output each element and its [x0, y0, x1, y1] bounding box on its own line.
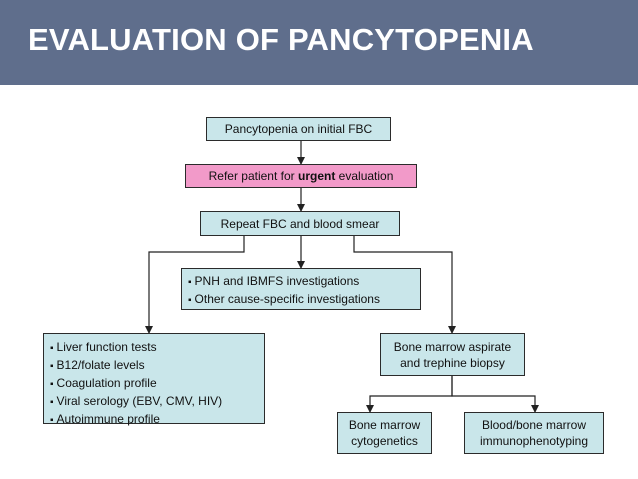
- list-item: Autoimmune profile: [50, 411, 258, 429]
- node-immunophenotyping: Blood/bone marrow immunophenotyping: [464, 412, 604, 454]
- node-bone-marrow-line1: Bone marrow aspirate: [393, 339, 512, 354]
- node-refer-emphasis: urgent: [298, 169, 336, 183]
- node-repeat-fbc: Repeat FBC and blood smear: [200, 211, 400, 236]
- node-bone-marrow-biopsy: Bone marrow aspirate and trephine biopsy: [380, 333, 525, 376]
- arrow-bone-marrow-to-immuno: [451, 376, 539, 413]
- node-pancytopenia-label: Pancytopenia on initial FBC: [224, 122, 373, 136]
- title-bar: EVALUATION OF PANCYTOPENIA: [0, 0, 638, 85]
- node-immuno-text: Blood/bone marrow immunophenotyping: [480, 417, 588, 449]
- list-item: Viral serology (EBV, CMV, HIV): [50, 393, 258, 411]
- node-repeat-label: Repeat FBC and blood smear: [220, 216, 380, 231]
- page-title: EVALUATION OF PANCYTOPENIA: [28, 22, 534, 57]
- investigations-list: PNH and IBMFS investigations Other cause…: [188, 273, 414, 309]
- node-bone-marrow-text: Bone marrow aspirate and trephine biopsy: [394, 339, 511, 371]
- node-investigations: PNH and IBMFS investigations Other cause…: [181, 268, 421, 310]
- node-cytogenetics-line2: cytogenetics: [351, 434, 418, 448]
- node-refer-text: Refer patient for urgent evaluation: [209, 168, 394, 184]
- lab-tests-list: Liver function tests B12/folate levels C…: [50, 339, 258, 429]
- list-item: PNH and IBMFS investigations: [188, 273, 414, 291]
- node-cytogenetics-line1: Bone marrow: [348, 418, 421, 432]
- arrow-repeat-to-bone-marrow: [353, 236, 456, 334]
- node-immuno-line1: Blood/bone marrow: [481, 418, 587, 432]
- arrow-repeat-to-left: [145, 236, 245, 334]
- list-item: Liver function tests: [50, 339, 258, 357]
- node-immuno-line2: immunophenotyping: [479, 434, 589, 448]
- list-item: Coagulation profile: [50, 375, 258, 393]
- node-cytogenetics-text: Bone marrow cytogenetics: [349, 417, 420, 449]
- node-cytogenetics: Bone marrow cytogenetics: [337, 412, 432, 454]
- arrow-bone-marrow-to-cytogenetics: [366, 376, 453, 413]
- node-bone-marrow-line2: and trephine biopsy: [400, 355, 505, 370]
- node-refer-urgent: Refer patient for urgent evaluation: [185, 164, 417, 188]
- node-refer-before: Refer patient for: [208, 169, 298, 183]
- list-item: B12/folate levels: [50, 357, 258, 375]
- node-lab-tests: Liver function tests B12/folate levels C…: [43, 333, 265, 426]
- node-refer-after: evaluation: [335, 169, 394, 183]
- node-pancytopenia: Pancytopenia on initial FBC: [206, 117, 391, 141]
- list-item: Other cause-specific investigations: [188, 291, 414, 309]
